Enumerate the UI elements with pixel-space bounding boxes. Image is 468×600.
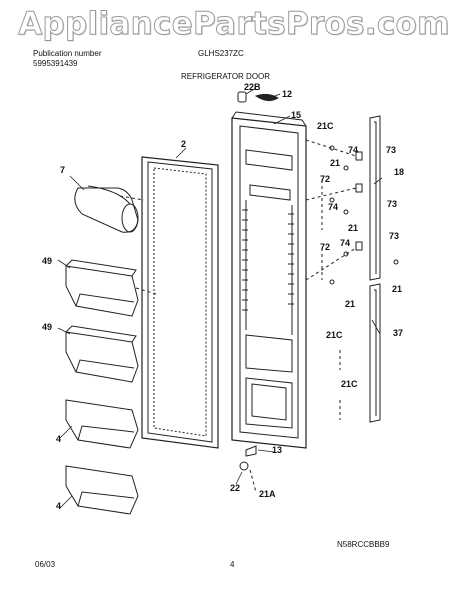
callout-2: 2 — [181, 139, 187, 149]
door-bin-lower-1 — [65, 399, 139, 449]
dairy-door-bin — [74, 185, 139, 233]
callout-21-lower: 21 — [345, 299, 356, 309]
callout-22b: 22B — [244, 82, 261, 92]
drawing-code: N58RCCBBB9 — [337, 540, 390, 549]
section-title: REFRIGERATOR DOOR — [181, 72, 271, 81]
assembly-lines — [119, 139, 357, 493]
callout-73-lower: 73 — [389, 231, 400, 241]
callout-72-lower: 72 — [320, 242, 331, 252]
callout-49-lower: 49 — [42, 322, 53, 332]
door-handle-lower — [369, 283, 381, 423]
door-bin-upper — [65, 259, 139, 317]
callout-21c-middle: 21C — [326, 330, 343, 340]
callout-4-upper: 4 — [56, 434, 62, 444]
callout-49-upper: 49 — [42, 256, 53, 266]
callout-18: 18 — [394, 167, 405, 177]
callout-15: 15 — [291, 110, 302, 120]
footer-date: 06/03 — [35, 560, 56, 569]
door-handle-upper — [369, 115, 381, 281]
callout-74-middle: 74 — [328, 202, 339, 212]
callout-72-upper: 72 — [320, 174, 331, 184]
watermark-logo: AppliancePartsPros.com — [18, 6, 450, 43]
callout-7: 7 — [60, 165, 66, 175]
callout-21a: 21A — [259, 489, 276, 499]
model-number: GLHS237ZC — [198, 49, 244, 58]
door-panel — [231, 111, 307, 449]
publication-number: 5995391439 — [33, 59, 78, 68]
callout-13: 13 — [272, 445, 283, 455]
leader-lines — [57, 87, 383, 509]
door-gasket — [141, 156, 219, 449]
callout-74-upper: 74 — [348, 145, 359, 155]
mounting-hardware — [239, 145, 399, 471]
callout-21-middle: 21 — [348, 223, 359, 233]
callout-22: 22 — [230, 483, 241, 493]
door-top-cap — [237, 91, 279, 103]
callout-21c-lower: 21C — [341, 379, 358, 389]
door-bin-lower-2 — [65, 465, 139, 515]
callout-21-handle: 21 — [392, 284, 403, 294]
callout-12: 12 — [282, 89, 293, 99]
callout-74-lower: 74 — [340, 238, 351, 248]
callout-4-lower: 4 — [56, 501, 62, 511]
callout-73-upper: 73 — [386, 145, 397, 155]
callout-21-upper: 21 — [330, 158, 341, 168]
publication-label: Publication number — [33, 49, 102, 58]
footer-page-number: 4 — [230, 560, 235, 569]
callout-73-middle: 73 — [387, 199, 398, 209]
door-bin-middle — [65, 325, 139, 383]
callout-21c-upper: 21C — [317, 121, 334, 131]
callout-37: 37 — [393, 328, 404, 338]
